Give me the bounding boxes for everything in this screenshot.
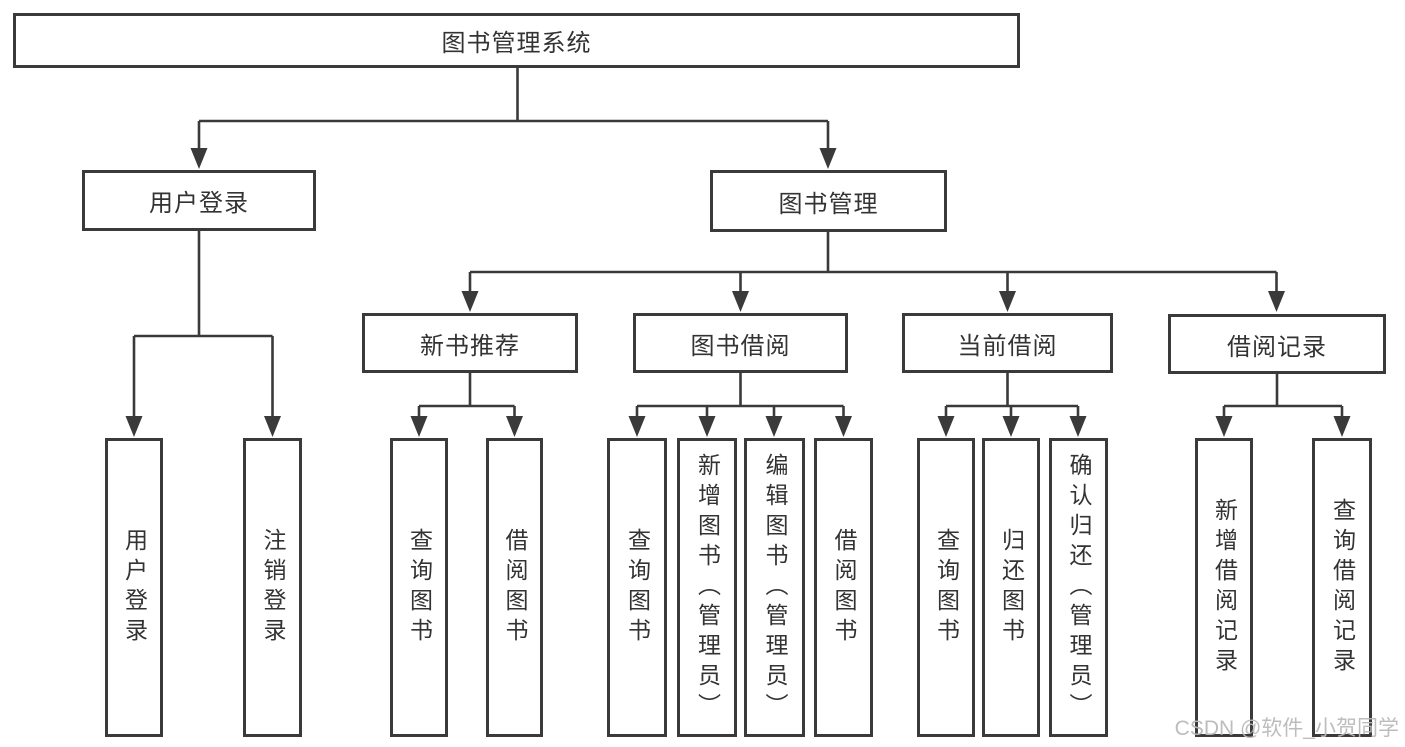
node-book-management: 图书管理 — [710, 170, 947, 232]
arrowhead — [1268, 291, 1285, 312]
node-label: 查询借阅记录 — [1329, 497, 1356, 678]
arrowhead — [1333, 416, 1351, 437]
leaf-user-login: 用户登录 — [105, 438, 163, 737]
node-label: 确认归还（管理员） — [1066, 452, 1092, 723]
leaf-nb-query-books: 查询图书 — [390, 438, 448, 737]
node-book-borrow: 图书借阅 — [633, 313, 848, 373]
node-label: 查询图书 — [624, 527, 651, 648]
leaf-cb-query-books: 查询图书 — [917, 438, 975, 737]
leaf-cb-confirm-return-admin: 确认归还（管理员） — [1049, 438, 1108, 737]
node-label: 查询图书 — [406, 527, 433, 648]
arrowhead — [190, 148, 208, 169]
arrowhead — [461, 291, 479, 312]
node-label: 查询图书 — [933, 527, 960, 648]
node-label: 新增图书（管理员） — [694, 452, 721, 723]
leaf-logout: 注销登录 — [243, 438, 302, 737]
node-label: 新增借阅记录 — [1211, 497, 1238, 678]
node-label: 新书推荐 — [420, 332, 520, 360]
arrowhead — [937, 416, 955, 437]
node-label: 借阅图书 — [831, 527, 857, 648]
connector-root — [197, 68, 830, 150]
arrowhead — [835, 416, 852, 437]
arrowhead — [1002, 416, 1020, 437]
arrowhead — [628, 416, 646, 437]
node-label: 借阅图书 — [502, 527, 528, 648]
watermark: CSDN @软件_小贺同学 — [1174, 717, 1399, 740]
node-label: 图书管理 — [778, 190, 879, 218]
connector-borrow-records — [1222, 374, 1344, 420]
arrowhead — [264, 416, 281, 437]
node-label: 用户登录 — [121, 527, 148, 648]
leaf-nb-borrow-books: 借阅图书 — [486, 438, 543, 737]
arrowhead — [1215, 416, 1233, 437]
connector-book-borrow — [635, 373, 845, 420]
arrowhead — [506, 416, 523, 437]
leaf-cb-return-books: 归还图书 — [982, 438, 1040, 737]
arrowhead — [125, 416, 143, 437]
node-label: 注销登录 — [260, 527, 286, 648]
arrowhead — [410, 416, 428, 437]
connector-user-login — [132, 231, 274, 420]
arrowhead — [765, 416, 783, 437]
leaf-bb-edit-books-admin: 编辑图书（管理员） — [744, 438, 805, 737]
node-label: 图书管理系统 — [441, 30, 592, 57]
node-user-login: 用户登录 — [82, 170, 316, 231]
node-new-book-recommend: 新书推荐 — [362, 313, 578, 373]
leaf-bb-borrow-books: 借阅图书 — [814, 438, 873, 737]
leaf-br-query-record: 查询借阅记录 — [1312, 438, 1372, 737]
arrowhead — [1069, 416, 1087, 437]
arrowhead — [999, 291, 1016, 312]
node-label: 当前借阅 — [957, 332, 1058, 360]
connector-new-book-recommend — [417, 373, 516, 420]
arrowhead — [732, 291, 749, 312]
connector-book-management — [468, 232, 1278, 294]
leaf-bb-query-books: 查询图书 — [607, 438, 667, 737]
node-borrow-records: 借阅记录 — [1168, 314, 1386, 374]
node-label: 编辑图书（管理员） — [762, 452, 788, 723]
arrowhead — [819, 148, 837, 169]
node-root: 图书管理系统 — [13, 13, 1020, 68]
arrowhead — [698, 416, 716, 437]
leaf-br-add-record: 新增借阅记录 — [1195, 438, 1253, 737]
node-label: 借阅记录 — [1227, 333, 1327, 361]
node-label: 归还图书 — [998, 527, 1025, 648]
node-label: 用户登录 — [149, 190, 249, 217]
leaf-bb-add-books-admin: 新增图书（管理员） — [677, 438, 737, 737]
connector-current-borrow — [944, 373, 1080, 420]
node-current-borrow: 当前借阅 — [902, 313, 1113, 373]
node-label: 图书借阅 — [690, 332, 791, 360]
